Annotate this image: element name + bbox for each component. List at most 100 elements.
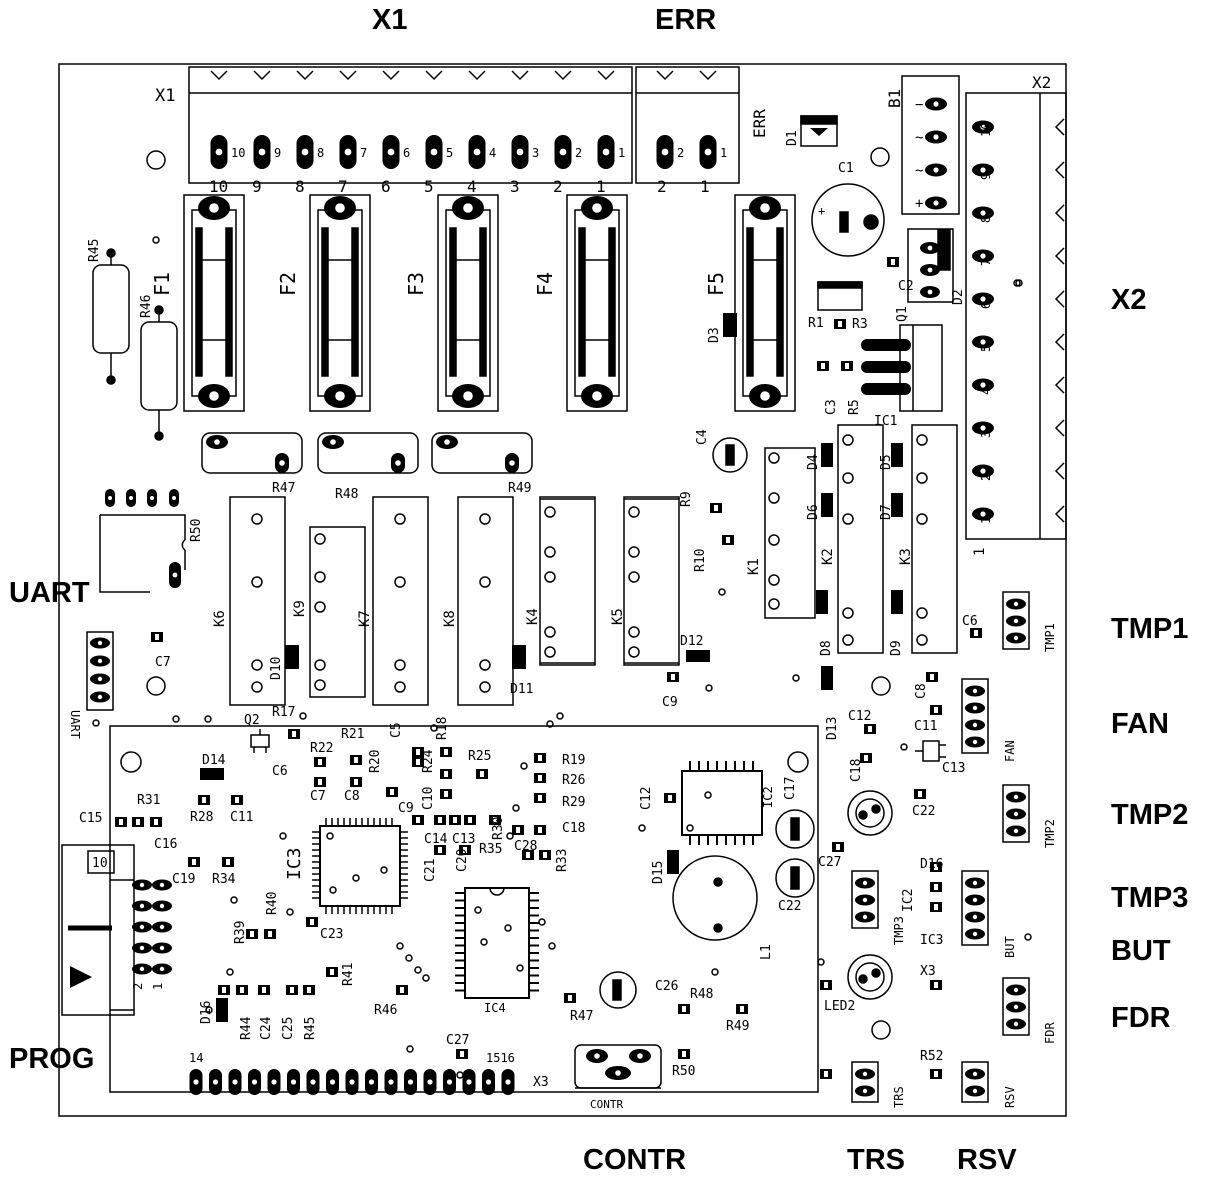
k2-relay-body (837, 424, 884, 654)
led1-outline (847, 790, 893, 836)
diode-small (816, 590, 828, 614)
smd-gap (538, 795, 542, 801)
r14-label: C9 (662, 695, 678, 710)
but-connector-body (961, 870, 989, 946)
pad-hole (933, 167, 939, 173)
via (380, 866, 388, 874)
r2-pad (106, 375, 116, 385)
pad-hole (516, 148, 524, 156)
k2-pin (842, 472, 854, 484)
fuse-clip-left (195, 227, 203, 377)
smd-gap (821, 363, 825, 369)
fuse-clip-left (449, 227, 457, 377)
diode-small (891, 443, 903, 467)
r6-body (201, 432, 303, 474)
x2-latch (1054, 247, 1065, 265)
label-fan: FAN (1111, 708, 1169, 740)
smd-gap (934, 707, 938, 713)
pad-hole (335, 203, 345, 213)
x2-latch (1054, 118, 1065, 136)
pad-hole (209, 391, 219, 401)
k5-pin (628, 626, 640, 638)
smd-label: C15 (79, 811, 102, 826)
smd-gap (493, 817, 497, 823)
via (704, 791, 712, 799)
d3-label: D3 (707, 327, 722, 343)
via (405, 954, 413, 962)
r7-label: R48 (335, 487, 358, 502)
r2-pad (106, 248, 116, 258)
r36-label: D16 (920, 857, 943, 872)
x2-pin-number: 6 (979, 302, 993, 309)
label-tmp3: TMP3 (1111, 882, 1189, 914)
tmp2-silk: TMP2 (1043, 819, 1057, 848)
smd-gap (740, 1006, 744, 1012)
c2-label: C2 (898, 279, 914, 294)
smd-label: R22 (310, 741, 333, 756)
smd-label: R24 (421, 749, 436, 773)
pad-hole (933, 200, 939, 206)
k6-label: K6 (212, 610, 228, 627)
x3-pin15-16-label: 1516 (486, 1051, 515, 1065)
smd-gap (453, 817, 457, 823)
smd-gap (250, 931, 254, 937)
pad-hole (159, 966, 165, 972)
smd-label: R49 (726, 1019, 749, 1034)
fuse-clip-right (225, 227, 233, 377)
pad-hole (1013, 828, 1019, 834)
pad-hole (862, 1071, 868, 1077)
pad-hole (212, 1079, 219, 1085)
tmp1-connector-body (1002, 591, 1030, 650)
r38-label: IC3 (920, 933, 943, 948)
q1-pin (861, 361, 911, 373)
fuse-label: F4 (533, 272, 557, 296)
ic3-qfp-body (319, 825, 401, 907)
via (414, 966, 422, 974)
r1-label: R1 (808, 316, 824, 331)
smd-gap (438, 847, 442, 853)
c17-capacitor (775, 809, 815, 849)
ic4-body (464, 887, 530, 999)
c2-d2-body (907, 228, 954, 303)
k4-pin (544, 546, 556, 558)
x2-latch (1054, 161, 1065, 179)
x1-latch (296, 70, 314, 81)
d14-label: D14 (202, 753, 226, 768)
x2-pin-number: 1 (979, 517, 993, 524)
via (711, 968, 719, 976)
smd-gap (934, 864, 938, 870)
d13-body (821, 666, 833, 690)
d14-body (200, 768, 224, 780)
x2-latch (1054, 204, 1065, 222)
err-latch (656, 70, 674, 81)
pad-hole (129, 496, 133, 500)
via (817, 958, 825, 966)
x1-pin-number: 7 (360, 146, 367, 160)
via (512, 804, 520, 812)
k8-relay-body (457, 496, 514, 706)
smd-gap (526, 852, 530, 858)
x2-pin-number: 5 (979, 345, 993, 352)
pad-hole (509, 460, 515, 466)
rsv-connector-body (961, 1061, 989, 1103)
ok1-outline (99, 514, 186, 593)
rsv-silk: RSV (1003, 1086, 1017, 1108)
k9-pin (314, 679, 326, 691)
via (204, 715, 212, 723)
c1-plus: + (818, 204, 825, 218)
r17-label: R17 (272, 705, 295, 720)
smd-label: C27 (446, 1033, 469, 1048)
d1-symbol (810, 128, 828, 136)
x2-latch (1054, 419, 1065, 437)
smd-label: R44 (239, 1016, 254, 1040)
via (430, 724, 438, 732)
smd-gap (154, 819, 158, 825)
fuse-label: F5 (704, 272, 728, 296)
pad-hole (97, 694, 103, 700)
fan-silk: FAN (1003, 740, 1017, 762)
ok1-notch (181, 539, 186, 551)
b1-bridge-body (901, 75, 960, 215)
pad-hole (704, 148, 712, 156)
smd-gap (682, 1006, 686, 1012)
pad-hole (215, 148, 223, 156)
